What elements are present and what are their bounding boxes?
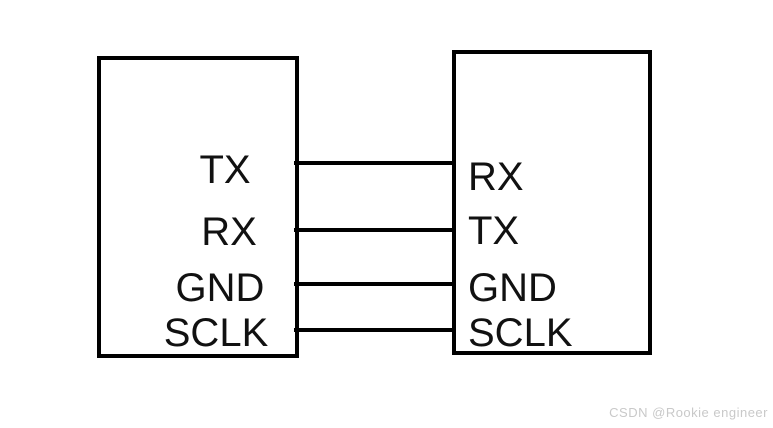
left-pin-label-gnd: GND bbox=[175, 266, 265, 310]
right-pin-label-rx: RX bbox=[468, 155, 524, 199]
right-pin-label-gnd: GND bbox=[468, 266, 557, 310]
wire-gnd-to-gnd bbox=[294, 282, 457, 286]
watermark-text: CSDN @Rookie engineer bbox=[609, 405, 768, 420]
right-device-box: RX TX GND SCLK bbox=[452, 50, 652, 355]
wire-rx-to-tx bbox=[294, 228, 457, 232]
left-pin-label-tx: TX bbox=[199, 148, 251, 192]
left-pin-label-sclk: SCLK bbox=[163, 311, 269, 355]
wire-tx-to-rx bbox=[294, 161, 457, 165]
left-pin-label-rx: RX bbox=[201, 210, 257, 254]
right-pin-label-sclk: SCLK bbox=[468, 311, 573, 355]
wire-sclk-to-sclk bbox=[294, 328, 457, 332]
right-pin-label-tx: TX bbox=[468, 209, 520, 253]
left-device-box: TX RX GND SCLK bbox=[97, 56, 299, 358]
